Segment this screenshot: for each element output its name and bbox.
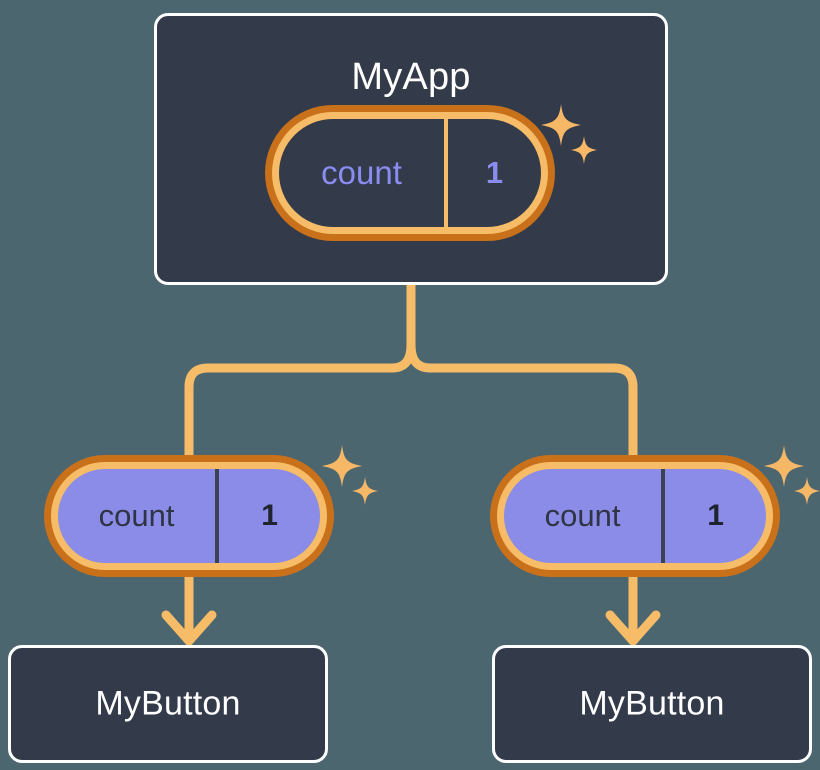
connector-fork-to-left: [184, 340, 416, 460]
state-pill-ring: count 1: [272, 112, 548, 234]
page-title: MyApp: [351, 56, 471, 98]
component-title: MyButton: [579, 684, 725, 723]
state-pill-body: count 1: [279, 119, 541, 227]
state-pill-value: 1: [215, 469, 320, 563]
component-card-mybutton-left[interactable]: MyButton: [8, 645, 328, 763]
state-pill-root[interactable]: count 1: [265, 105, 555, 241]
component-card-mybutton-right[interactable]: MyButton: [492, 645, 812, 763]
state-pill-value: 1: [444, 119, 541, 227]
connector-fork-to-right: [406, 340, 638, 460]
state-pill-ring: count 1: [51, 462, 327, 570]
state-pill-key: count: [321, 154, 402, 191]
component-title: MyButton: [95, 684, 241, 723]
arrow-head-right: [605, 610, 661, 646]
state-pill-key: count: [544, 498, 621, 533]
state-pill-branch-left[interactable]: count 1: [44, 455, 334, 577]
state-pill-branch-right[interactable]: count 1: [490, 455, 780, 577]
state-pill-key: count: [98, 498, 175, 533]
arrow-head-left: [161, 610, 217, 646]
state-pill-body: count 1: [58, 469, 320, 563]
state-pill-ring: count 1: [497, 462, 773, 570]
state-pill-value: 1: [661, 469, 766, 563]
state-pill-body: count 1: [504, 469, 766, 563]
